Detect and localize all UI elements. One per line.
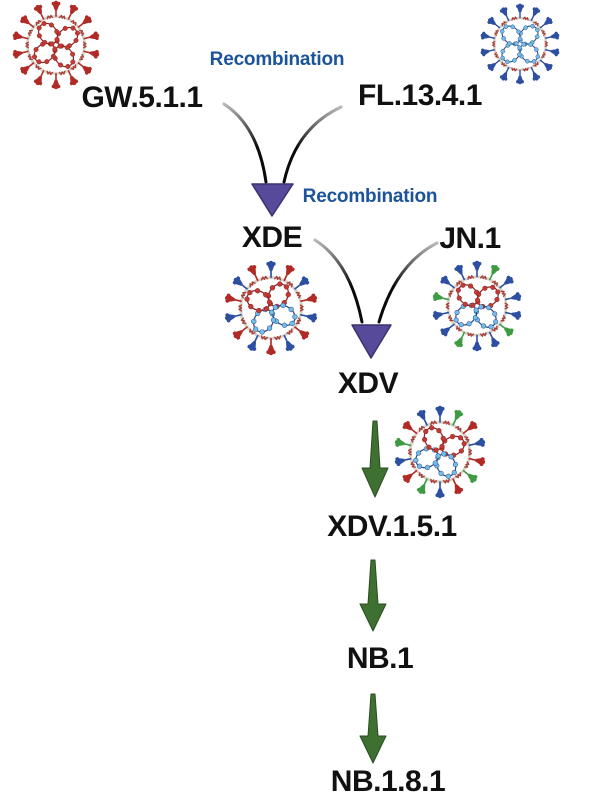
node-label-nb1: NB.1: [346, 642, 414, 675]
virus-icon-xde: [223, 260, 319, 356]
recombination-label-2: Recombination: [302, 186, 438, 207]
virus-icon-xdv151: [393, 405, 487, 499]
node-label-fl1341: FL.13.4.1: [358, 79, 482, 112]
node-label-jn1: JN.1: [439, 222, 501, 255]
virus-icon-jn1: [431, 260, 523, 352]
recombination-label-1: Recombination: [209, 49, 345, 70]
node-label-xdv151: XDV.1.5.1: [327, 510, 457, 543]
node-label-nb181: NB.1.8.1: [330, 765, 446, 798]
node-label-xdv: XDV: [337, 367, 399, 400]
node-label-gw511: GW.5.1.1: [81, 81, 203, 114]
virus-icon-gw511: [11, 0, 101, 90]
virus-icon-fl1341: [479, 3, 561, 85]
node-label-xde: XDE: [241, 221, 303, 254]
